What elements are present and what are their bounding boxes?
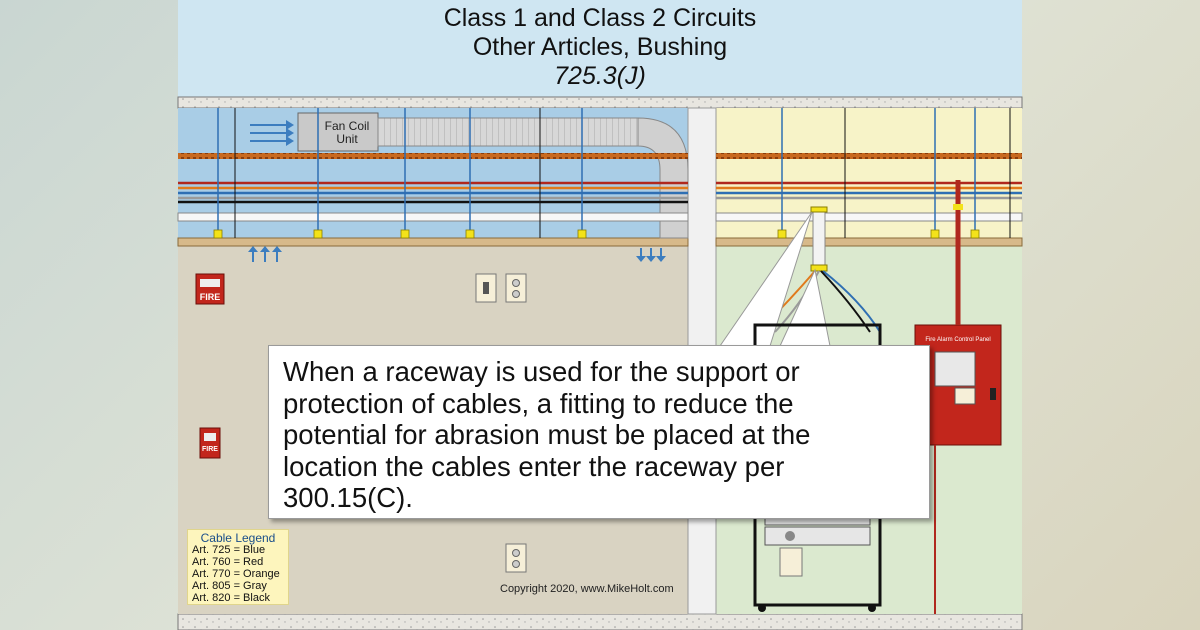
right-ceiling-grid — [715, 237, 1023, 247]
fire-strobe-label: FIRE — [202, 446, 218, 453]
return-air-arrows — [248, 246, 282, 262]
cable-legend: Cable Legend Art. 725 = Blue Art. 760 = … — [187, 529, 289, 605]
fan-coil-label-line1: Fan Coil — [325, 119, 370, 133]
copyright-notice: Copyright 2020, www.MikeHolt.com — [500, 583, 674, 595]
drop-bushings — [213, 229, 980, 239]
fire-alarm-conduit-bushing — [953, 204, 963, 210]
fan-coil-unit — [250, 112, 689, 239]
cable-bundle-left — [178, 181, 688, 204]
legend-item-725: Art. 725 = Blue — [192, 544, 266, 556]
raceway-bushing-top — [810, 206, 828, 213]
ceiling-slab — [177, 96, 1023, 109]
legend-item-820: Art. 820 = Black — [192, 592, 270, 604]
raceway-bushing-bottom — [810, 264, 828, 272]
wall-receptacle-upper — [505, 273, 527, 303]
cable-bundle-right — [716, 181, 1022, 200]
ceiling-raceway-right — [715, 212, 1023, 222]
legend-item-770: Art. 770 = Orange — [192, 568, 280, 580]
cable-tray-left — [178, 153, 688, 159]
callout-text: When a raceway is used for the support o… — [283, 356, 811, 513]
cable-legend-items: Art. 725 = Blue Art. 760 = Red Art. 770 … — [192, 544, 284, 604]
left-ceiling-grid — [177, 237, 689, 247]
title-line1: Class 1 and Class 2 Circuits — [443, 4, 757, 32]
cable-tray-right — [716, 153, 1022, 159]
ceiling-raceway-left — [177, 212, 689, 222]
floor-slab — [177, 613, 1023, 630]
callout-box: When a raceway is used for the support o… — [268, 345, 930, 519]
fire-pull-station — [195, 273, 225, 305]
hanger-rods — [217, 108, 976, 238]
title-line2: Other Articles, Bushing — [472, 33, 728, 61]
wall-switch-plate — [475, 273, 497, 303]
wall-receptacle-lower — [505, 543, 527, 573]
fire-strobe — [199, 427, 221, 459]
legend-item-805: Art. 805 = Gray — [192, 580, 267, 592]
supply-air-arrows — [636, 248, 666, 262]
title-reference: 725.3(J) — [554, 62, 646, 90]
fire-pull-station-label: FIRE — [200, 292, 221, 302]
title-block: Class 1 and Class 2 Circuits Other Artic… — [178, 4, 1022, 91]
cable-legend-title: Cable Legend — [200, 531, 276, 545]
raceway-drop — [812, 207, 826, 271]
fan-coil-label-line2: Unit — [336, 132, 358, 146]
right-plenum — [716, 108, 1022, 246]
legend-item-760: Art. 760 = Red — [192, 556, 264, 568]
fire-alarm-panel-title: Fire Alarm Control Panel — [925, 337, 990, 343]
hanger-wires-black — [234, 108, 1011, 238]
